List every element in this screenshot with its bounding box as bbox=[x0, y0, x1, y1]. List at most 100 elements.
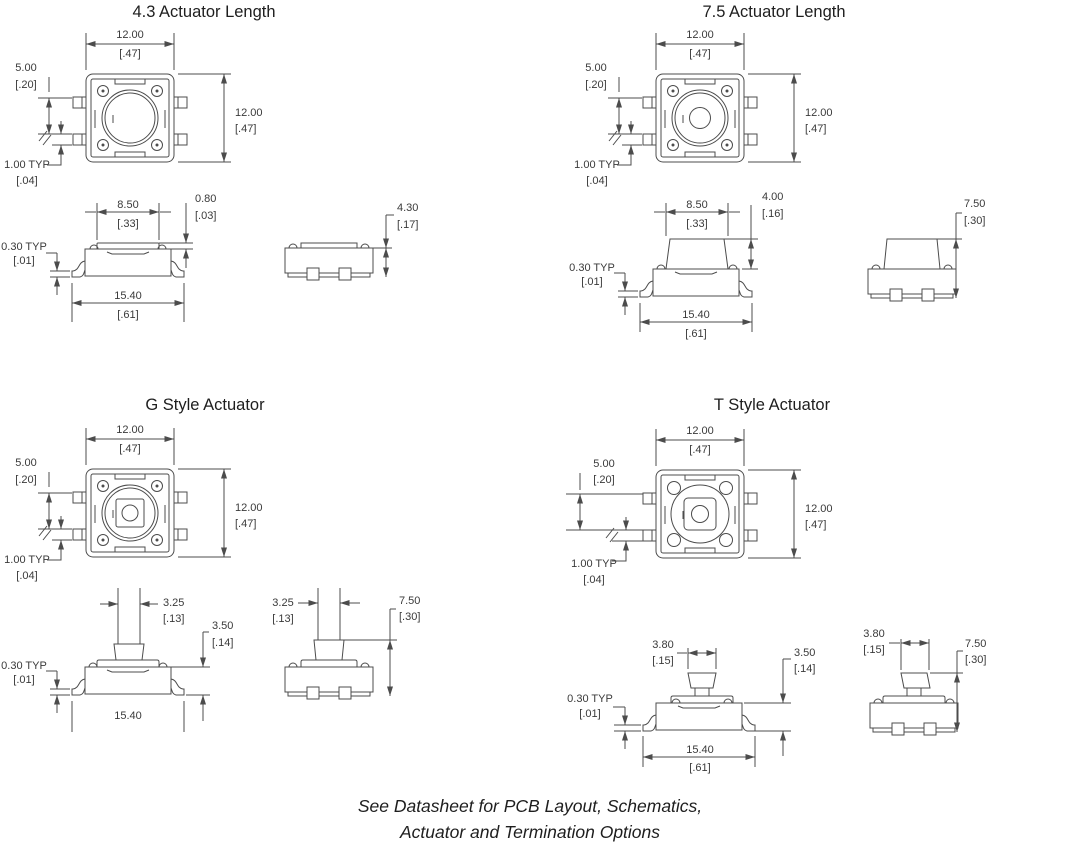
dim-total-height: 7.50 [.30] bbox=[930, 638, 986, 732]
actuator-pedestal bbox=[670, 695, 734, 703]
section-t-style-actuator: T Style Actuator 12.00 [.47] 12.00 [.47] bbox=[566, 396, 986, 774]
dim-label: 3.50 bbox=[212, 620, 233, 632]
dim-label: [.61] bbox=[117, 309, 138, 321]
top-view-4-3: 12.00 [.47] 12.00 [.47] 5.00 [.20] 1.00 … bbox=[4, 29, 262, 187]
front-view-g: 3.25 [.13] 3.50 [.14] 0.30 TYP [.01] 15.… bbox=[1, 588, 233, 732]
dim-label: [.47] bbox=[119, 48, 140, 60]
dim-label: 1.00 TYP bbox=[574, 159, 620, 171]
dim-label: 4.30 bbox=[397, 202, 418, 214]
dim-base-width: 15.40 [.61] bbox=[639, 303, 753, 340]
dim-label: 1.00 TYP bbox=[4, 554, 50, 566]
dim-label: [.04] bbox=[586, 175, 607, 187]
dim-total-height: 7.50 [.30] bbox=[937, 198, 985, 298]
dim-label: 1.00 TYP bbox=[571, 558, 617, 570]
front-view-4-3: 8.50 [.33] 0.80 [.03] 0.30 TYP [.01] 1 bbox=[1, 193, 216, 322]
top-view-7-5: 12.00 [.47] 12.00 [.47] 5.00 [.20] 1.00 … bbox=[574, 29, 832, 187]
dim-label: [.20] bbox=[15, 79, 36, 91]
dim-label: 12.00 bbox=[686, 425, 714, 437]
dim-label: 0.80 bbox=[195, 193, 216, 205]
dim-label: 3.80 bbox=[863, 628, 884, 640]
dim-pin-width: 1.00 TYP [.04] bbox=[4, 516, 72, 582]
dim-top-width: 12.00 [.47] bbox=[85, 29, 175, 70]
dim-label: [.01] bbox=[579, 708, 600, 720]
round-actuator-top bbox=[671, 89, 729, 147]
footer-note: See Datasheet for PCB Layout, Schematics… bbox=[358, 796, 702, 842]
dim-label: [.13] bbox=[272, 613, 293, 625]
dim-label: [.17] bbox=[397, 219, 418, 231]
dim-label: [.30] bbox=[965, 654, 986, 666]
dim-label: 5.00 bbox=[15, 62, 36, 74]
dim-label: 12.00 bbox=[235, 107, 263, 119]
section-title: 7.5 Actuator Length bbox=[702, 3, 845, 21]
actuator-stem-side bbox=[317, 588, 341, 640]
dim-body-height: 3.50 [.14] bbox=[744, 647, 815, 756]
dim-pin-pitch: 5.00 [.20] bbox=[15, 457, 72, 530]
dim-label: 15.40 bbox=[114, 710, 142, 722]
dim-label: 12.00 bbox=[235, 502, 263, 514]
dim-label: [.01] bbox=[581, 276, 602, 288]
dim-label: [.47] bbox=[689, 48, 710, 60]
dim-pin-pitch: 5.00 [.20] bbox=[585, 62, 642, 135]
actuator-pedestal-side bbox=[882, 695, 946, 703]
dim-label: 4.00 bbox=[762, 191, 783, 203]
dim-label: [.15] bbox=[652, 655, 673, 667]
actuator-stem bbox=[694, 688, 710, 696]
dim-cap-width: 3.80 [.15] bbox=[652, 639, 717, 669]
dim-actuator-width: 8.50 [.33] bbox=[654, 199, 740, 236]
dim-label: [.04] bbox=[583, 574, 604, 586]
actuator-cap bbox=[687, 672, 717, 689]
dim-label: [.47] bbox=[805, 123, 826, 135]
dim-label: 3.25 bbox=[272, 597, 293, 609]
dim-label: [.13] bbox=[163, 613, 184, 625]
dim-label: [.61] bbox=[689, 762, 710, 774]
front-view-t: 3.80 [.15] 3.50 [.14] 0.30 TYP [.01] 1 bbox=[567, 639, 815, 774]
dim-label: [.33] bbox=[117, 218, 138, 230]
dim-pin-width: 1.00 TYP [.04] bbox=[574, 121, 642, 187]
section-title: G Style Actuator bbox=[145, 396, 265, 414]
section-g-style-actuator: G Style Actuator 12.00 [.47] 12.00 [.47] bbox=[1, 396, 420, 732]
dim-actuator-height: 0.80 [.03] bbox=[159, 193, 216, 268]
dim-base-width: 15.40 bbox=[71, 701, 185, 732]
dim-label: [.47] bbox=[689, 444, 710, 456]
dim-top-width: 12.00 [.47] bbox=[655, 29, 745, 70]
dim-stem-width: 3.25 [.13] bbox=[100, 597, 184, 625]
dim-label: 12.00 bbox=[686, 29, 714, 41]
dim-total-height: 7.50 [.30] bbox=[344, 595, 420, 696]
dim-base-width: 15.40 [.61] bbox=[642, 736, 756, 774]
dim-actuator-width: 8.50 [.33] bbox=[85, 199, 171, 240]
dim-label: 15.40 bbox=[682, 309, 710, 321]
dim-label: [.47] bbox=[805, 519, 826, 531]
dim-label: [.20] bbox=[15, 474, 36, 486]
side-view-g: 3.25 [.13] 7.50 [.30] bbox=[272, 588, 420, 700]
dim-label: [.30] bbox=[964, 215, 985, 227]
top-view-g: 12.00 [.47] 12.00 [.47] 5.00 [.20] 1.00 … bbox=[4, 424, 262, 582]
dim-lead-thickness: 0.30 TYP [.01] bbox=[1, 660, 70, 713]
dim-label: [.16] bbox=[762, 208, 783, 220]
dim-label: 1.00 TYP bbox=[4, 159, 50, 171]
dim-label: 12.00 bbox=[116, 424, 144, 436]
dim-stem-width-side: 3.25 [.13] bbox=[272, 597, 360, 625]
section-7-5-actuator-length: 7.5 Actuator Length 12.00 [.47] 12.00 [.… bbox=[569, 3, 985, 340]
dim-label: 5.00 bbox=[585, 62, 606, 74]
actuator-collar bbox=[113, 643, 145, 661]
dim-label: [.47] bbox=[119, 443, 140, 455]
actuator-cap bbox=[665, 238, 729, 270]
dim-label: [.04] bbox=[16, 175, 37, 187]
dim-label: 3.25 bbox=[163, 597, 184, 609]
dim-label: 12.00 bbox=[805, 503, 833, 515]
dim-label: 0.30 TYP bbox=[1, 241, 47, 253]
round-actuator-top bbox=[101, 89, 159, 147]
side-view-t: 3.80 [.15] 7.50 [.30] bbox=[863, 628, 986, 736]
dim-label: 5.00 bbox=[593, 458, 614, 470]
dim-label: [.20] bbox=[593, 474, 614, 486]
actuator-stem bbox=[117, 588, 141, 644]
dim-label: [.03] bbox=[195, 210, 216, 222]
dim-label: [.20] bbox=[585, 79, 606, 91]
dim-cap-width-side: 3.80 [.15] bbox=[863, 628, 930, 670]
actuator-pedestal-side bbox=[300, 659, 358, 667]
footer-line-2: Actuator and Termination Options bbox=[399, 822, 660, 842]
front-view-7-5: 8.50 [.33] 4.00 [.16] 0.30 TYP [.01] 15.… bbox=[569, 191, 783, 340]
dim-top-width: 12.00 [.47] bbox=[655, 425, 745, 466]
